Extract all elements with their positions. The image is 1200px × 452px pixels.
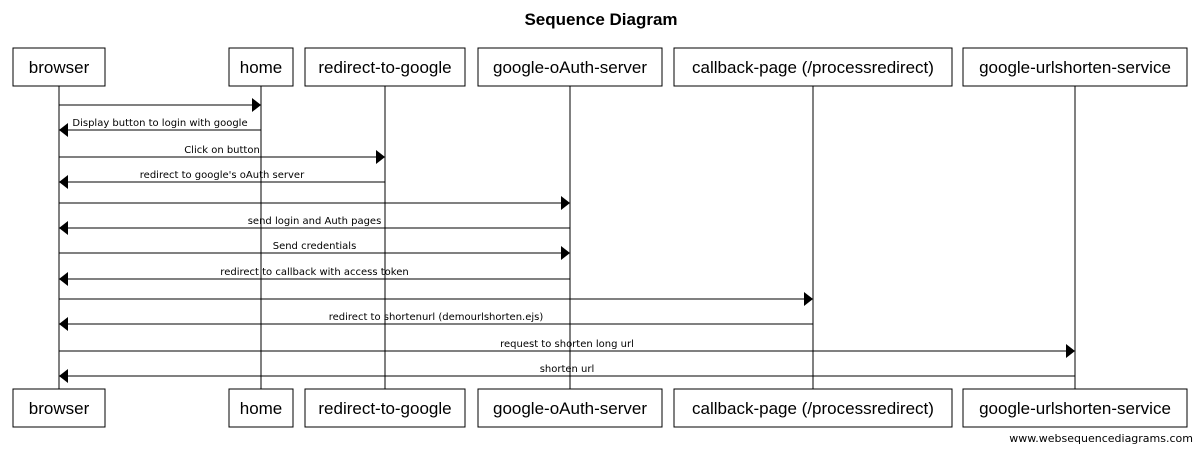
participant-box-google-urlshorten-service xyxy=(962,47,1188,87)
participant-box-google-oauth-server xyxy=(477,47,663,87)
participant-box-google-oauth-server-bottom xyxy=(477,388,663,428)
message-label: Display button to login with google xyxy=(72,118,247,129)
message-arrowhead xyxy=(59,317,68,331)
participant-label-google-oauth-server: google-oAuth-server xyxy=(493,58,647,77)
message-label: Send credentials xyxy=(273,241,357,252)
participant-label-google-urlshorten-service: google-urlshorten-service xyxy=(979,58,1171,77)
message-arrowhead xyxy=(1066,344,1075,358)
message-arrowhead xyxy=(561,196,570,210)
message-label: redirect to shortenurl (demourlshorten.e… xyxy=(329,312,544,323)
message-arrowhead xyxy=(59,175,68,189)
participant-box-browser-bottom xyxy=(12,388,106,428)
participant-label-home: home xyxy=(240,58,283,77)
participant-box-home-bottom xyxy=(228,388,294,428)
participant-box-browser xyxy=(12,47,106,87)
participant-label-callback-page-bottom: callback-page (/processredirect) xyxy=(692,399,934,418)
message-label: redirect to callback with access token xyxy=(220,267,408,278)
message-arrowhead xyxy=(376,150,385,164)
message-label: Click on button xyxy=(184,145,260,156)
diagram-title: Sequence Diagram xyxy=(524,10,677,29)
message-label: shorten url xyxy=(540,364,595,375)
message-label: send login and Auth pages xyxy=(248,216,382,227)
messages: Display button to login with googleClick… xyxy=(59,98,1075,383)
message: Display button to login with google xyxy=(59,118,261,137)
message xyxy=(59,98,261,112)
participant-label-home-bottom: home xyxy=(240,399,283,418)
message: request to shorten long url xyxy=(59,339,1075,358)
participant-label-callback-page: callback-page (/processredirect) xyxy=(692,58,934,77)
participant-label-google-oauth-server-bottom: google-oAuth-server xyxy=(493,399,647,418)
participant-box-google-urlshorten-service-bottom xyxy=(962,388,1188,428)
message-arrowhead xyxy=(252,98,261,112)
participant-label-browser: browser xyxy=(29,58,90,77)
message: Send credentials xyxy=(59,241,570,260)
message-arrowhead xyxy=(804,292,813,306)
participant-label-browser-bottom: browser xyxy=(29,399,90,418)
message: redirect to callback with access token xyxy=(59,267,570,286)
participant-box-callback-page-bottom xyxy=(673,388,953,428)
message: send login and Auth pages xyxy=(59,216,570,235)
participants-top: browser home redirect-to-google google-o… xyxy=(12,47,1188,87)
message-arrowhead xyxy=(59,272,68,286)
message xyxy=(59,196,570,210)
message-arrowhead xyxy=(59,369,68,383)
participant-label-google-urlshorten-service-bottom: google-urlshorten-service xyxy=(979,399,1171,418)
participant-box-callback-page xyxy=(673,47,953,87)
participant-box-home xyxy=(228,47,294,87)
message: shorten url xyxy=(59,364,1075,383)
message: redirect to shortenurl (demourlshorten.e… xyxy=(59,312,813,331)
participant-label-redirect-to-google-bottom: redirect-to-google xyxy=(318,399,451,418)
message: Click on button xyxy=(59,145,385,164)
message: redirect to google's oAuth server xyxy=(59,170,385,189)
participants-bottom: browser home redirect-to-google google-o… xyxy=(12,388,1188,428)
lifelines xyxy=(58,86,1076,389)
participant-box-redirect-to-google xyxy=(304,47,466,87)
footer-credit: www.websequencediagrams.com xyxy=(1009,432,1193,445)
message-arrowhead xyxy=(561,246,570,260)
participant-box-redirect-to-google-bottom xyxy=(304,388,466,428)
message-label: request to shorten long url xyxy=(500,339,634,350)
message-label: redirect to google's oAuth server xyxy=(140,170,305,181)
message-arrowhead xyxy=(59,221,68,235)
message-arrowhead xyxy=(59,123,68,137)
message xyxy=(59,292,813,306)
participant-label-redirect-to-google: redirect-to-google xyxy=(318,58,451,77)
